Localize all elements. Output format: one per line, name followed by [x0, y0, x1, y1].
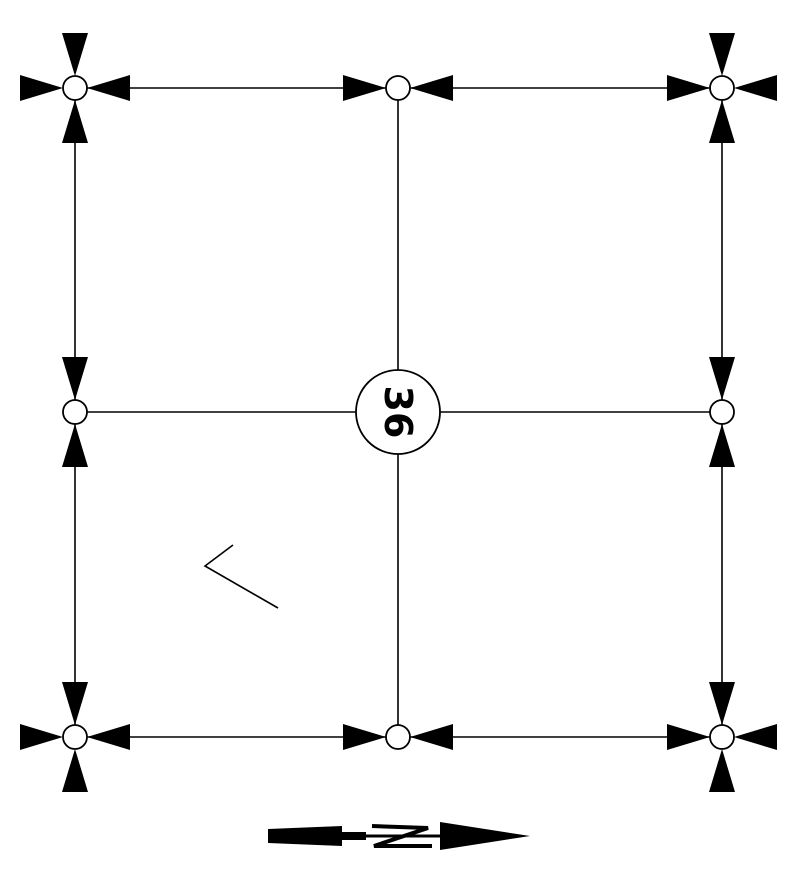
arrowhead	[62, 682, 88, 725]
arrowhead	[343, 724, 386, 750]
arrowhead	[709, 749, 735, 792]
arrowhead	[20, 75, 63, 101]
nodes: 36	[62, 75, 735, 750]
arrowhead	[20, 724, 63, 750]
v-mark-icon	[203, 544, 279, 609]
node-bottom-left	[62, 724, 88, 750]
node-bottom-right	[709, 724, 735, 750]
arrowhead	[62, 33, 88, 76]
arrowhead	[709, 100, 735, 143]
node-middle-left	[62, 399, 88, 425]
arrowhead	[667, 724, 710, 750]
node-top-left	[62, 75, 88, 101]
arrowhead	[734, 724, 777, 750]
node-bottom-middle	[385, 724, 411, 750]
center-node-label: 36	[376, 386, 420, 439]
arrowhead	[410, 75, 453, 101]
node-middle-right	[709, 399, 735, 425]
arrowhead	[709, 682, 735, 725]
arrowhead	[734, 75, 777, 101]
arrowheads	[20, 33, 777, 792]
arrowhead	[87, 724, 130, 750]
node-top-middle	[385, 75, 411, 101]
arrowhead	[343, 75, 386, 101]
arrowhead	[62, 749, 88, 792]
arrowhead	[709, 33, 735, 76]
arrowhead	[87, 75, 130, 101]
arrowhead	[667, 75, 710, 101]
arrowhead	[709, 424, 735, 467]
arrowhead	[62, 424, 88, 467]
arrowhead	[62, 357, 88, 400]
arrowhead	[709, 357, 735, 400]
arrowhead	[62, 100, 88, 143]
node-top-right	[709, 75, 735, 101]
arrowhead	[410, 724, 453, 750]
center-node	[355, 369, 441, 455]
compass-arrow-icon	[268, 822, 530, 850]
